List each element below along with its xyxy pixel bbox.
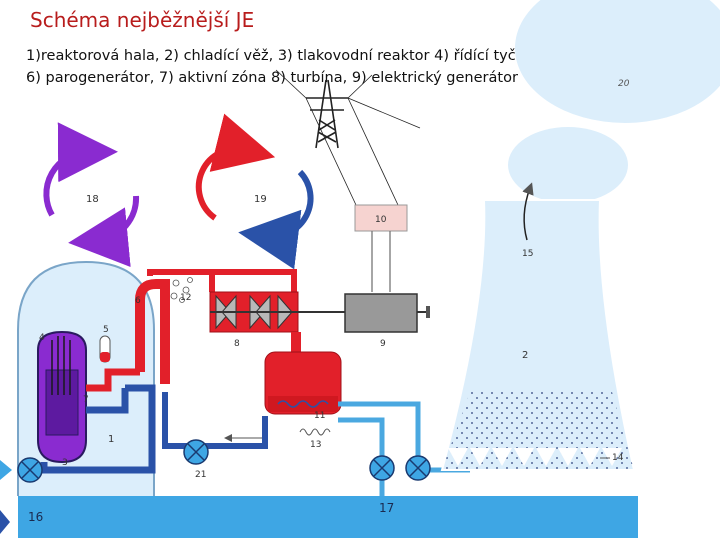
power-pylon [275,69,421,206]
pressurized-reactor [37,330,87,464]
label-5: 5 [103,325,109,335]
label-17: 17 [379,501,394,515]
label-6: 6 [135,296,141,306]
feedwater-pump [183,439,209,465]
label-19: 19 [254,194,267,205]
label-13: 13 [310,440,321,450]
label-4: 4 [39,333,45,343]
primary-loop [40,279,170,474]
cooling-tower [440,199,636,471]
primary-cycle-arrow [43,122,140,268]
label-8: 8 [234,339,240,349]
electric-generator [344,293,430,333]
water-body [18,496,638,538]
steam-cloud [508,0,720,203]
label-11: 11 [314,411,325,421]
label-16: 16 [28,510,43,524]
steam-bubbles [170,277,193,303]
label-20: 20 [618,79,630,89]
label-3: 3 [62,458,68,468]
label-18: 18 [86,194,99,205]
caption-line-2: 6) parogenerátor, 7) aktivní zóna 8) tur… [26,70,518,86]
vapor-arrow [522,182,534,241]
cooling-pump-right [405,455,431,481]
corner-decoration-left [0,460,12,480]
condenser [264,351,342,415]
secondary-cycle-arrow [195,113,314,270]
label-1: 1 [108,434,114,445]
label-15: 15 [522,249,533,259]
transformer-box [354,204,408,232]
label-14: 14 [612,453,624,463]
page-title: Schéma nejběžnější JE [30,8,255,32]
label-7: 7 [83,395,89,405]
steam-line [147,269,297,292]
label-10: 10 [375,215,387,225]
turbine [209,291,345,333]
cooling-pump-left [369,455,395,481]
caption-line-1: 1)reaktorová hala, 2) chladící věž, 3) t… [26,48,530,64]
primary-pump [17,457,43,483]
label-9: 9 [380,339,386,349]
label-12: 12 [180,293,191,303]
label-21: 21 [195,470,206,480]
label-2: 2 [522,350,528,361]
feedwater-line [162,392,331,449]
